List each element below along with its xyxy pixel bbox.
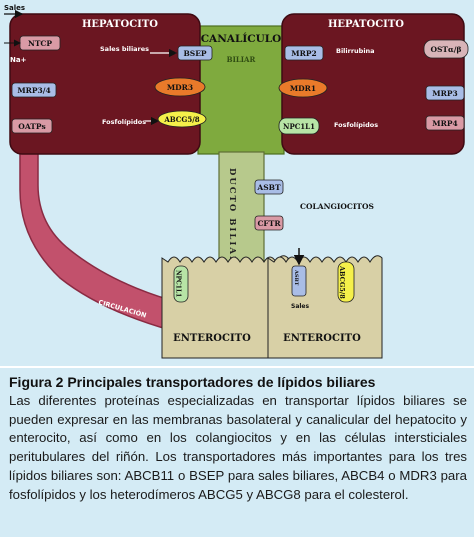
mdr3-label: MDR3: [167, 83, 193, 92]
mrp2-label: MRP2: [291, 49, 316, 58]
caption-divider: [0, 366, 474, 368]
phospholipids-left-label: Fosfolípidos: [102, 118, 146, 126]
mdr1-transporter: [278, 78, 328, 98]
asbt-entero-transporter: [291, 265, 307, 297]
ost-label: OSTα/β: [430, 45, 461, 54]
mrp2-transporter: [284, 45, 324, 61]
bile-salts-label: Sales biliares: [100, 45, 149, 53]
ntcp-label: NTCP: [28, 39, 52, 48]
mrp34-transporter: [11, 82, 57, 98]
npc1l1-entero-label: NPC1L1: [175, 270, 182, 297]
enterocyte-left-label: ENTEROCITO: [173, 333, 251, 344]
mrp34-label: MRP3/4: [17, 86, 50, 95]
npc1l1-liver-label: NPC1L1: [283, 122, 315, 131]
npc1l1-entero-transporter: [173, 265, 189, 303]
asbt-label: ASBT: [256, 183, 281, 192]
canaliculus-label: CANALÍCULO: [201, 31, 282, 45]
npc1l1-liver-transporter: [278, 117, 320, 135]
bsep-label: BSEP: [183, 49, 206, 58]
bsep-transporter: [177, 45, 213, 61]
abcg58-left-label: ABCG5/8: [163, 115, 199, 124]
enterocyte-right-label: ENTEROCITO: [283, 333, 361, 344]
oatps-label: OATPs: [18, 122, 45, 131]
salts-in-label: Sales: [4, 4, 25, 12]
hepatocyte-left-label: HEPATOCITO: [82, 19, 158, 30]
mrp3-transporter: [425, 85, 465, 101]
mrp3-label: MRP3: [432, 89, 457, 98]
ost-transporter: [423, 39, 469, 59]
bilirubin-label: Bilirrubina: [336, 47, 375, 55]
asbt-transporter: [254, 179, 284, 195]
caption-title: Figura 2 Principales transportadores de …: [9, 374, 376, 390]
cftr-label: CFTR: [257, 219, 281, 228]
abcg58-left-transporter: [157, 110, 207, 128]
phospholipids-right-label: Fosfolípidos: [334, 121, 378, 129]
canaliculus-sublabel: BILIAR: [227, 55, 256, 64]
sodium-label: Na+: [10, 56, 27, 64]
cftr-transporter: [254, 215, 284, 231]
oatps-transporter: [11, 118, 53, 134]
asbt-entero-label: ASBT: [293, 269, 299, 286]
canaliculus-region: [197, 25, 285, 155]
mdr3-transporter: [154, 77, 206, 97]
circulation-vessel: [19, 149, 171, 331]
cholangiocytes-label: COLANGIOCITOS: [300, 202, 374, 211]
hepatocyte-right-label: HEPATOCITO: [328, 19, 404, 30]
abcg58-entero-label: ABCG5/8: [338, 265, 346, 299]
abcg58-entero-transporter: [337, 261, 355, 303]
transport-diagram: CANALÍCULO BILIAR DUCTO BILIAR HEPATOCIT…: [4, 4, 469, 359]
mdr1-label: MDR1: [290, 84, 316, 93]
caption-body: Las diferentes proteínas especializadas …: [9, 393, 467, 502]
bile-duct-label: DUCTO BILIAR: [227, 168, 237, 265]
enterocyte-left: [161, 255, 289, 359]
salts-entero-label: Sales: [291, 303, 309, 310]
mrp4-label: MRP4: [432, 119, 457, 128]
mrp4-transporter: [425, 115, 465, 131]
